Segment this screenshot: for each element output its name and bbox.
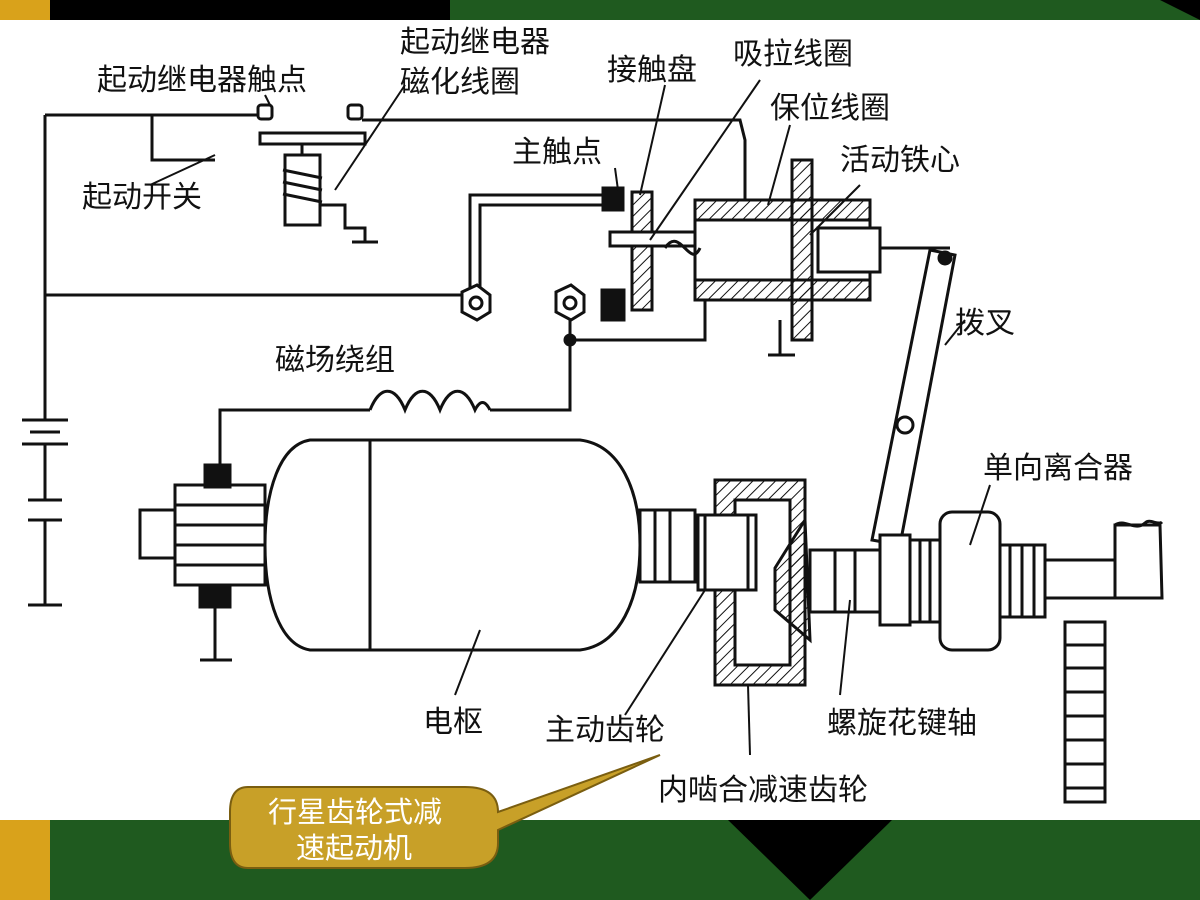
brush-top <box>203 463 232 489</box>
relay-armature <box>258 131 367 146</box>
label-start-switch: 起动开关 <box>82 180 202 215</box>
leader-lines <box>149 79 991 756</box>
bottom-green-band <box>0 820 1200 900</box>
one-way-clutch <box>938 510 1002 652</box>
armature-housing <box>263 438 642 652</box>
bottom-gold-block <box>0 820 50 900</box>
circuit-wiring <box>43 113 795 662</box>
label-relay-coil-line1: 起动继电器 <box>400 25 550 60</box>
diagram-area <box>0 20 1200 820</box>
label-relay-coil-line2: 磁化线圈 <box>400 65 520 100</box>
output-shaft <box>1043 558 1117 600</box>
callout-line1: 行星齿轮式减 <box>268 795 442 829</box>
drive-gear-body <box>696 513 758 592</box>
clutch-and-pinion <box>878 510 1164 652</box>
pull-coil-section <box>693 198 872 222</box>
callout-line2: 速起动机 <box>296 831 412 865</box>
label-shift-fork: 拨叉 <box>955 306 1015 341</box>
shaft-end <box>1113 523 1164 600</box>
movable-core <box>816 226 882 274</box>
top-gold-block <box>0 0 50 20</box>
callout-planetary-starter: 行星齿轮式减 速起动机 <box>229 754 661 869</box>
commutator <box>173 483 267 587</box>
solenoid-switch <box>608 158 950 342</box>
contact-disc <box>630 190 654 312</box>
starter-motor <box>138 438 697 652</box>
relay-contact-right <box>346 103 364 121</box>
label-contact-disc: 接触盘 <box>607 53 697 88</box>
label-one-way-clutch: 单向离合器 <box>983 451 1133 486</box>
top-green-band <box>450 0 1200 20</box>
label-internal-reduction-gear: 内啮合减速齿轮 <box>658 773 868 808</box>
labels: 起动继电器触点 起动继电器 磁化线圈 接触盘 吸拉线圈 保位线圈 主触点 活动铁… <box>82 25 1133 808</box>
label-movable-core: 活动铁心 <box>840 143 960 178</box>
field-winding <box>368 389 492 415</box>
callout-bubble <box>229 754 661 869</box>
flywheel-ring-gear <box>1063 620 1107 804</box>
terminals <box>460 186 626 347</box>
starter-relay <box>256 103 367 227</box>
label-field-winding: 磁场绕组 <box>275 343 395 378</box>
label-helical-spline-shaft: 螺旋花键轴 <box>827 706 977 741</box>
solenoid-end-plate <box>790 158 814 342</box>
relay-contact-left <box>256 103 274 121</box>
label-drive-gear: 主动齿轮 <box>545 713 665 748</box>
label-armature: 电枢 <box>423 705 483 740</box>
relay-coil-winding <box>282 168 323 204</box>
label-pull-coil: 吸拉线圈 <box>733 37 853 72</box>
brush-bottom <box>198 583 232 609</box>
hold-coil-section <box>693 278 872 302</box>
label-relay-contact: 起动继电器触点 <box>97 63 307 98</box>
battery-symbol <box>22 395 68 607</box>
relay-core <box>283 153 322 227</box>
label-hold-coil: 保位线圈 <box>770 91 890 126</box>
planetary-gearset <box>696 478 952 687</box>
label-main-contact: 主触点 <box>512 135 602 170</box>
bottom-black-triangle <box>728 820 892 900</box>
motor-shaft-front <box>638 508 697 584</box>
